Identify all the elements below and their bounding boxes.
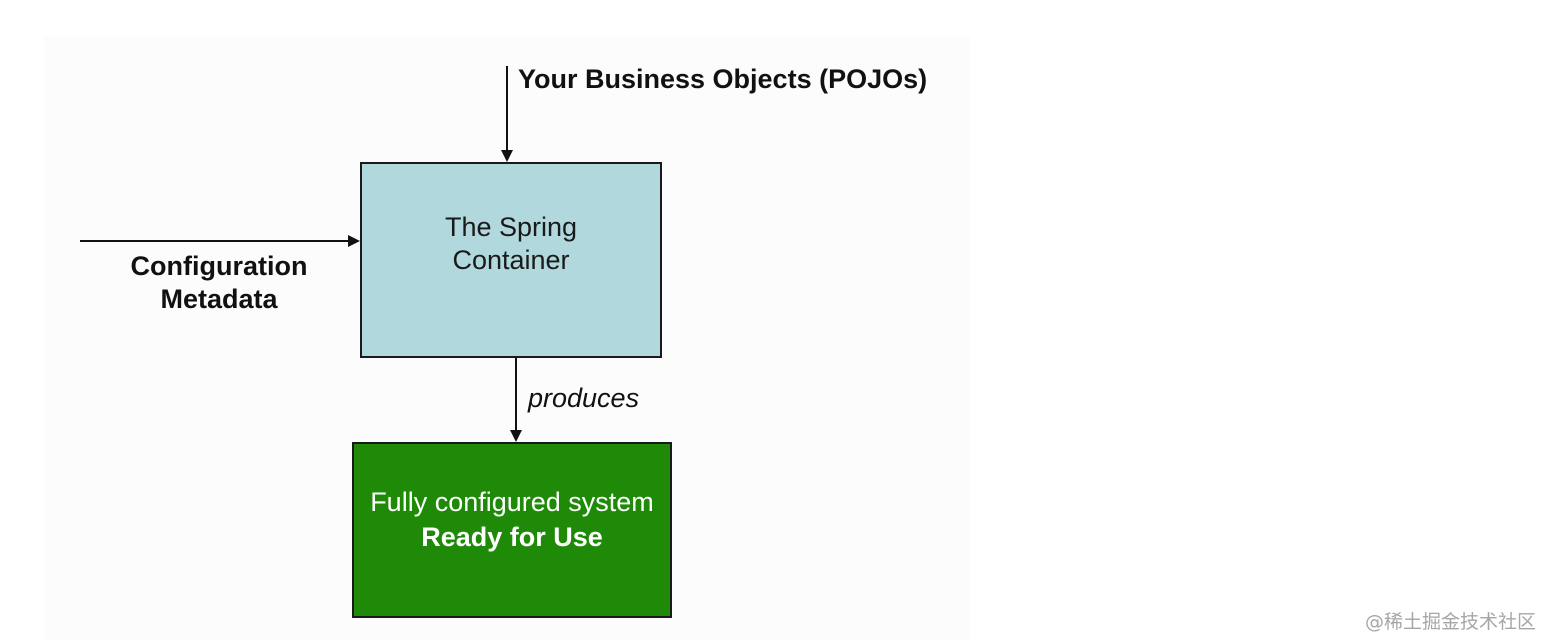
- spring-container-line-1: The Spring: [444, 212, 578, 242]
- configured-system-line: Fully configured system: [370, 487, 654, 517]
- produces-label: produces: [528, 383, 640, 413]
- spring-container-box: The Spring Container: [360, 162, 662, 358]
- site-watermark: @稀土掘金技术社区: [1364, 611, 1536, 633]
- arrow-metadata-to-container: [80, 235, 360, 247]
- configuration-metadata-line-1: Configuration: [130, 251, 308, 281]
- configuration-metadata-label: Configuration Metadata: [108, 250, 330, 316]
- arrow-container-produces-system: [510, 358, 522, 442]
- spring-container-line-2: Container: [452, 245, 570, 275]
- arrow-pojos-to-container: [501, 66, 513, 162]
- business-objects-label: Your Business Objects (POJOs): [518, 64, 928, 94]
- configured-system-box: Fully configured system Ready for Use: [352, 442, 672, 618]
- ready-for-use-line: Ready for Use: [421, 522, 603, 552]
- configuration-metadata-line-2: Metadata: [160, 284, 278, 314]
